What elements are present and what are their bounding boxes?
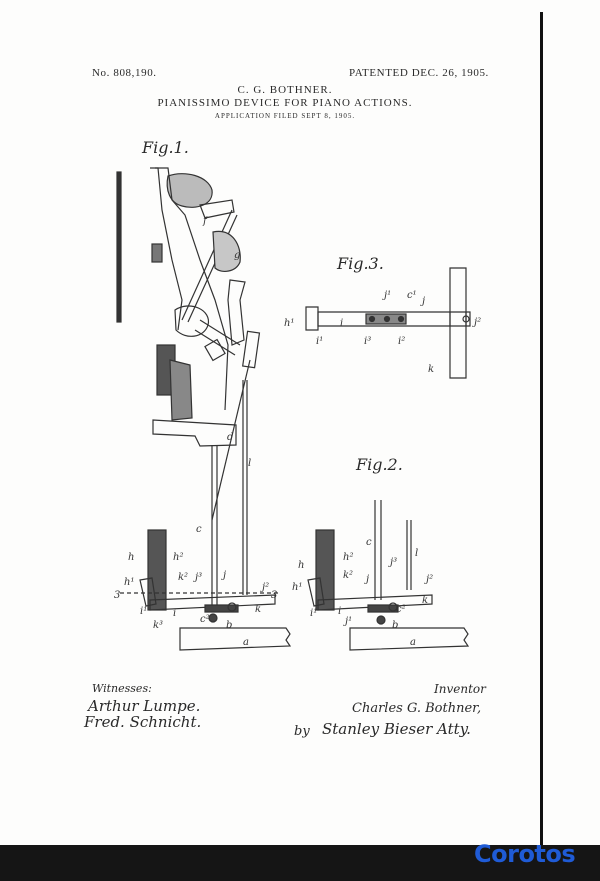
ref-letter: j² — [260, 582, 269, 593]
ref-letter: c¹ — [407, 290, 417, 301]
witness-signature-1: Arthur Lumpe. — [88, 697, 201, 715]
ref-letter: c² — [200, 614, 210, 625]
fig2-label: Fig.2. — [356, 455, 403, 474]
ref-letter: b — [226, 620, 232, 631]
patent-title: PIANISSIMO DEVICE FOR PIANO ACTIONS. — [157, 97, 413, 109]
fig1-block-h — [147, 529, 167, 611]
fig1-action-frame — [155, 167, 229, 411]
ref-letter: b — [392, 620, 398, 631]
ref-letter: l — [415, 548, 418, 559]
fig2-key — [349, 627, 470, 651]
fig1-hammer-shank-head — [199, 199, 235, 219]
fig1-damper — [212, 230, 241, 272]
ref-letter: i¹ — [140, 606, 147, 617]
ref-letter: j — [420, 296, 425, 307]
ref-letter: k — [422, 595, 428, 606]
attorney-signature: Stanley Bieser Atty. — [322, 720, 471, 738]
ref-letter: j³ — [193, 572, 202, 583]
ref-letter: h — [298, 560, 304, 571]
ref-letter: j² — [472, 317, 481, 328]
ref-letter: a — [243, 637, 249, 648]
ref-letter: h² — [173, 552, 183, 563]
witnesses-label: Witnesses: — [92, 682, 152, 695]
ref-letter: k² — [343, 570, 353, 581]
ref-letter: h¹ — [124, 577, 134, 588]
ref-letter: j — [364, 574, 369, 585]
ref-letter: i — [173, 608, 176, 619]
by-label: by — [294, 724, 310, 739]
corotos-logo: Corotos — [474, 840, 576, 868]
fig1-key — [179, 627, 292, 651]
ref-letter: i¹ — [310, 608, 317, 619]
inventor-label: Inventor — [434, 682, 486, 696]
fig3-lever — [317, 311, 471, 327]
ref-letter: a — [410, 637, 416, 648]
ref-letter: j¹ — [343, 616, 352, 627]
ref-letter: c² — [396, 604, 406, 615]
ref-letter: d — [227, 432, 233, 443]
fig1-hammer-shank — [181, 209, 233, 321]
inventor-signature: Charles G. Bothner, — [352, 701, 482, 716]
fig2-block-h — [315, 529, 335, 611]
fig1-label: Fig.1. — [142, 138, 189, 157]
ref-letter: h¹ — [292, 582, 302, 593]
ref-letter: l — [248, 458, 251, 469]
ref-letter: i — [340, 318, 343, 329]
ref-letter: h² — [343, 552, 353, 563]
witness-signature-2: Fred. Schnicht. — [84, 713, 202, 731]
application-line: APPLICATION FILED SEPT 8, 1905. — [214, 112, 356, 120]
fig1-rail — [152, 419, 237, 447]
ref-letter: k³ — [153, 620, 163, 631]
ref-letter: i¹ — [316, 336, 323, 347]
ref-letter: k — [428, 364, 434, 375]
ref-letter: k — [255, 604, 261, 615]
ref-letter: j² — [424, 574, 433, 585]
ref-letter: f — [202, 216, 209, 227]
fig3-rod-k — [449, 267, 467, 379]
patent-number: No. 808,190. — [92, 67, 157, 79]
ref-letter: g — [234, 250, 240, 261]
page-edge-line — [540, 12, 543, 847]
bottom-band — [0, 845, 600, 881]
fig1-action-frame-left — [150, 167, 183, 331]
ref-letter: i³ — [364, 336, 371, 347]
patent-date: PATENTED DEC. 26, 1905. — [349, 67, 489, 79]
ref-letter: i — [338, 606, 341, 617]
ref-letter: j — [221, 570, 226, 581]
ref-letter: c — [196, 524, 202, 535]
ref-letter: 3 — [114, 590, 120, 601]
inventor-header: C. G. BOTHNER. — [237, 84, 333, 96]
ref-letter: c — [366, 537, 372, 548]
ref-letter: h — [128, 552, 134, 563]
ref-letter: k² — [178, 572, 188, 583]
ref-letter: i² — [398, 336, 405, 347]
ref-letter: h¹ — [284, 318, 294, 329]
fig3-label: Fig.3. — [337, 254, 384, 273]
ref-letter: j¹ — [382, 290, 391, 301]
ref-letter: 3 — [271, 590, 277, 601]
ref-letter: j³ — [388, 557, 397, 568]
fig1-guide-bar — [116, 171, 122, 323]
